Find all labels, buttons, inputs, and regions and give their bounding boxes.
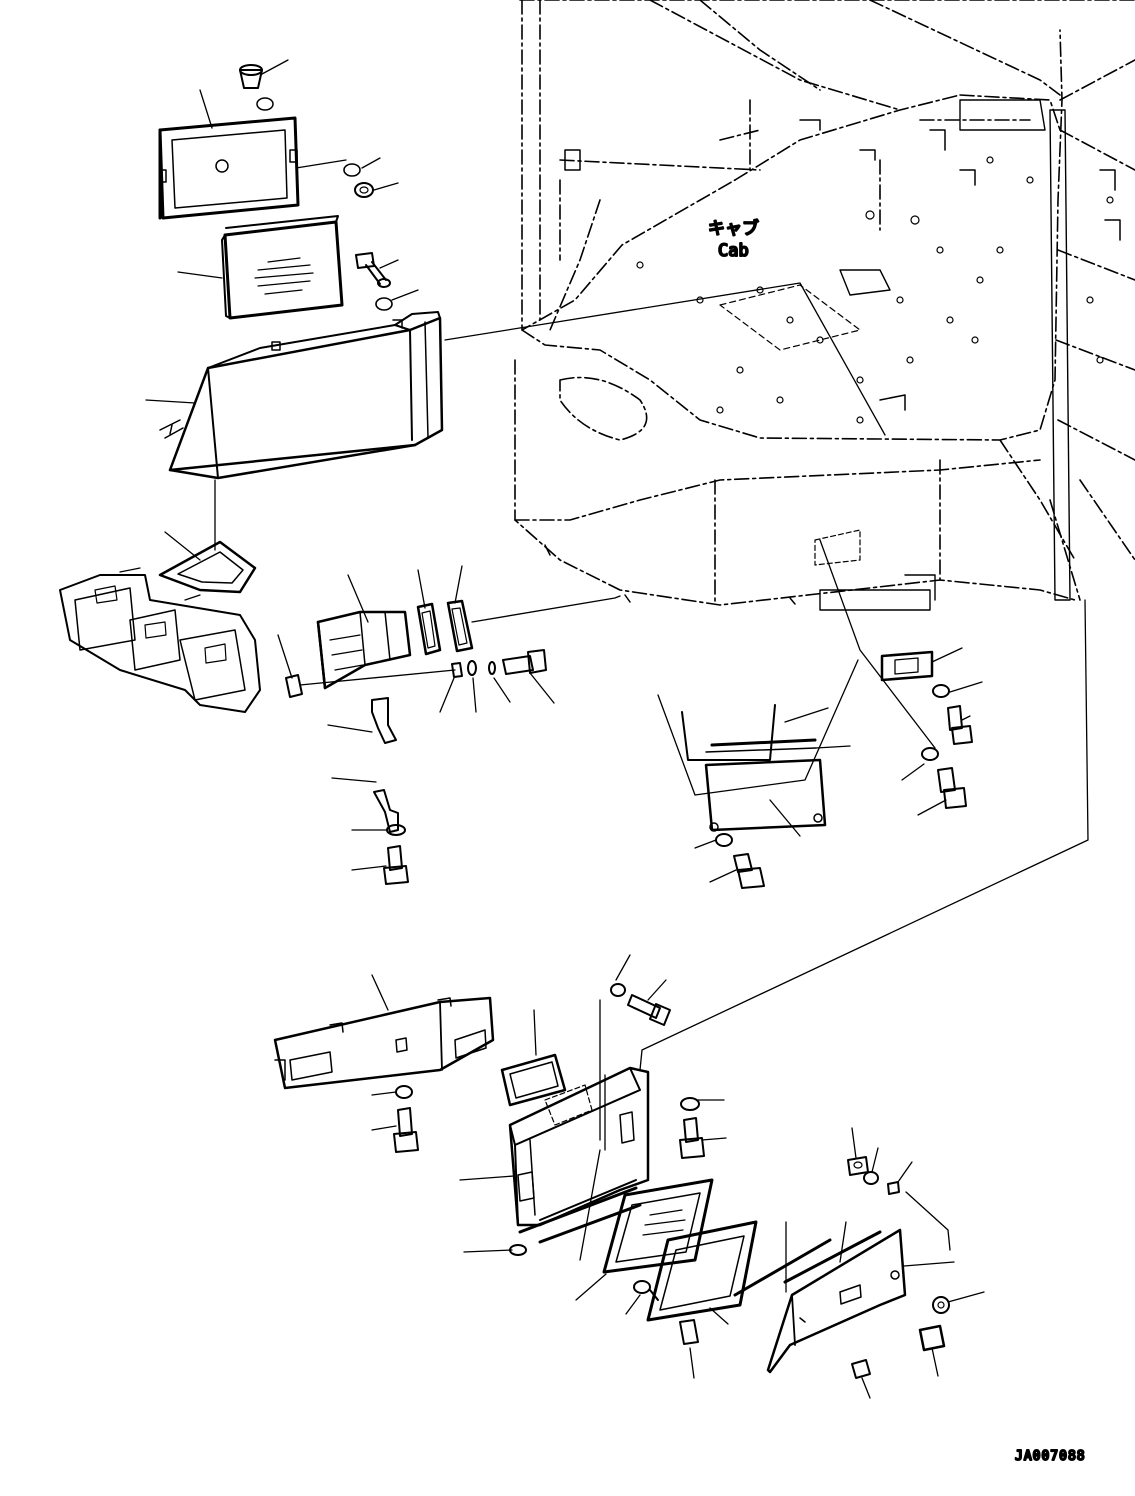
bolt-part (733, 853, 765, 889)
filter-cover-assembly (59, 64, 547, 885)
washer-part (467, 660, 477, 676)
plate-part (880, 650, 934, 682)
washer-part (256, 97, 274, 111)
washer-part (610, 983, 626, 997)
knob-part (633, 1280, 659, 1301)
knob-part (239, 64, 263, 89)
washer-part (386, 824, 406, 836)
bracket-part (373, 789, 399, 833)
collar-part (451, 662, 463, 678)
washer-part (488, 661, 496, 675)
access-door-part (766, 1228, 907, 1374)
bracket-part (371, 697, 397, 744)
duct-adapter-part (316, 610, 412, 690)
blower-unit-part (59, 567, 261, 713)
knob-part (932, 1296, 950, 1314)
long-duct-part (273, 996, 495, 1090)
washer-part (395, 1085, 413, 1099)
filter-case-part (508, 1066, 650, 1227)
seal-strip-part (783, 1230, 882, 1284)
nut-part (354, 182, 374, 198)
filter-element-part (221, 215, 344, 320)
seal-part (416, 602, 442, 656)
washer-part (680, 1097, 700, 1111)
seal-strip-part (518, 1186, 638, 1234)
bolt-part (947, 705, 973, 745)
bolt-part (355, 252, 391, 288)
duct-housing-part (159, 311, 444, 480)
seal-strip-part (733, 1238, 832, 1297)
bolt-part (502, 649, 547, 675)
knob-part (851, 1359, 871, 1379)
reference-line (657, 659, 859, 796)
drawing-code: JA007088 (1015, 1449, 1086, 1464)
lower-cover-assembly (657, 650, 973, 889)
washer-part (921, 747, 939, 761)
clip-part (285, 674, 303, 698)
bottom-filter-assembly (273, 983, 950, 1379)
bolt-part (393, 1107, 419, 1153)
plate-part (704, 758, 827, 832)
gasket-part (500, 1053, 567, 1107)
bolt-part (937, 767, 967, 809)
washer-part (863, 1171, 879, 1185)
washer-part (715, 833, 733, 847)
bolt-part (679, 1117, 705, 1159)
bolt-part (627, 994, 671, 1026)
nut-part (847, 1156, 869, 1176)
gasket-part (158, 540, 257, 594)
rod-part (681, 704, 776, 761)
collar-part (887, 1181, 900, 1195)
clip-part (679, 1319, 699, 1345)
filter-frame-part (646, 1220, 758, 1322)
seal-part (446, 599, 474, 653)
cab-structure: キャブ Cab (514, 0, 1135, 611)
washer-part (932, 684, 950, 698)
latch-part (918, 1324, 946, 1352)
leader-lines (145, 59, 1089, 1399)
filter-cover-part (158, 116, 300, 220)
seal-strip-part (710, 738, 817, 747)
bolt-part (383, 845, 409, 885)
seal-strip-part (538, 1203, 642, 1244)
washer-part (375, 297, 393, 311)
cab-label-en: Cab (718, 241, 749, 261)
washer-part (343, 163, 361, 177)
cab-label-jp: キャブ (708, 218, 759, 239)
